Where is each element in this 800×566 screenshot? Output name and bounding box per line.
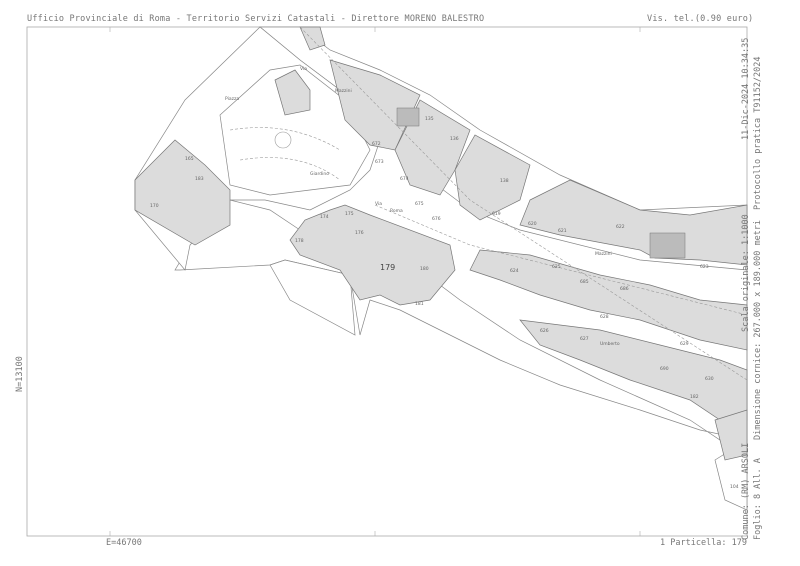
parcel-label: 176 bbox=[355, 230, 364, 236]
buildings bbox=[134, 26, 748, 461]
parcel-label: 621 bbox=[558, 228, 567, 234]
street-label: Via bbox=[300, 66, 307, 72]
parcel-label: 627 bbox=[580, 336, 589, 342]
parcel-label: 174 bbox=[320, 214, 329, 220]
frame-ticks bbox=[109, 27, 641, 536]
parcel-label: 170 bbox=[150, 203, 159, 209]
street-label: Piazza bbox=[225, 96, 239, 102]
street-label: Mazzini bbox=[595, 251, 612, 257]
street-label: Roma bbox=[390, 208, 403, 214]
parcel-label: 628 bbox=[600, 314, 609, 320]
parcel-label: 135 bbox=[425, 116, 434, 122]
parcel-label: 690 bbox=[660, 366, 669, 372]
parcel-179: 179 bbox=[380, 263, 395, 272]
parcel-label: 180 bbox=[420, 266, 429, 272]
parcel-label: 623 bbox=[700, 264, 709, 270]
parcel-label: 674 bbox=[400, 176, 409, 182]
street-labels: Via Roma Mazzini Via Umberto Giardino Pi… bbox=[225, 66, 620, 347]
north-coordinate: N=13100 bbox=[15, 356, 25, 392]
street-label: Umberto bbox=[600, 341, 620, 347]
parcel-label: 685 bbox=[580, 279, 589, 285]
parcel-label: 182 bbox=[690, 394, 699, 400]
date-text: 11-Dic-2024 10:34:35 bbox=[741, 37, 751, 140]
parcel-label: 136 bbox=[450, 136, 459, 142]
east-coordinate: E=46700 bbox=[106, 538, 142, 548]
parcel-label: 626 bbox=[540, 328, 549, 334]
road-lines bbox=[229, 26, 748, 381]
parcel-label: 619 bbox=[492, 211, 501, 217]
parcel-label: 178 bbox=[295, 238, 304, 244]
parcel-label: 629 bbox=[680, 341, 689, 347]
parcel-label: 620 bbox=[528, 221, 537, 227]
scale-text: Scala originale: 1:1000 bbox=[741, 214, 751, 332]
parcel-label: 165 bbox=[185, 156, 194, 162]
street-label: Via bbox=[375, 201, 382, 207]
parcel-label: 630 bbox=[705, 376, 714, 382]
parcel-label: 676 bbox=[432, 216, 441, 222]
visura-cost: Vis. tel.(0.90 euro) bbox=[647, 14, 754, 24]
parcel-label: 175 bbox=[345, 211, 354, 217]
parcel-label: 138 bbox=[500, 178, 509, 184]
foglio-text: Foglio: 8 All. A bbox=[753, 458, 763, 540]
parcel-label: 672 bbox=[372, 141, 381, 147]
parcel-label: 673 bbox=[375, 159, 384, 165]
parcel-label: 686 bbox=[620, 286, 629, 292]
parcel-label: 622 bbox=[616, 224, 625, 230]
parcel-label: 183 bbox=[195, 176, 204, 182]
street-label: Mazzini bbox=[335, 88, 352, 94]
parcel-label: 181 bbox=[415, 301, 424, 307]
frame-size-text: Dimensione cornice: 267.000 x 189.000 me… bbox=[753, 219, 763, 440]
street-label: Giardino bbox=[310, 171, 329, 177]
comune-text: Comune: (RM) ARSOLI bbox=[741, 442, 751, 540]
particella-count: 1 Particella: 179 bbox=[660, 538, 747, 548]
office-header: Ufficio Provinciale di Roma - Territorio… bbox=[27, 14, 485, 24]
parcel-labels: 179 174 175 176 178 180 181 183 165 170 … bbox=[150, 116, 739, 490]
parcel-label: 104 bbox=[730, 484, 739, 490]
parcel-label: 675 bbox=[415, 201, 424, 207]
parcel-label: 624 bbox=[510, 268, 519, 274]
parcel-label: 625 bbox=[552, 264, 561, 270]
protocol-text: Protocollo pratica T91152/2024 bbox=[753, 56, 763, 210]
